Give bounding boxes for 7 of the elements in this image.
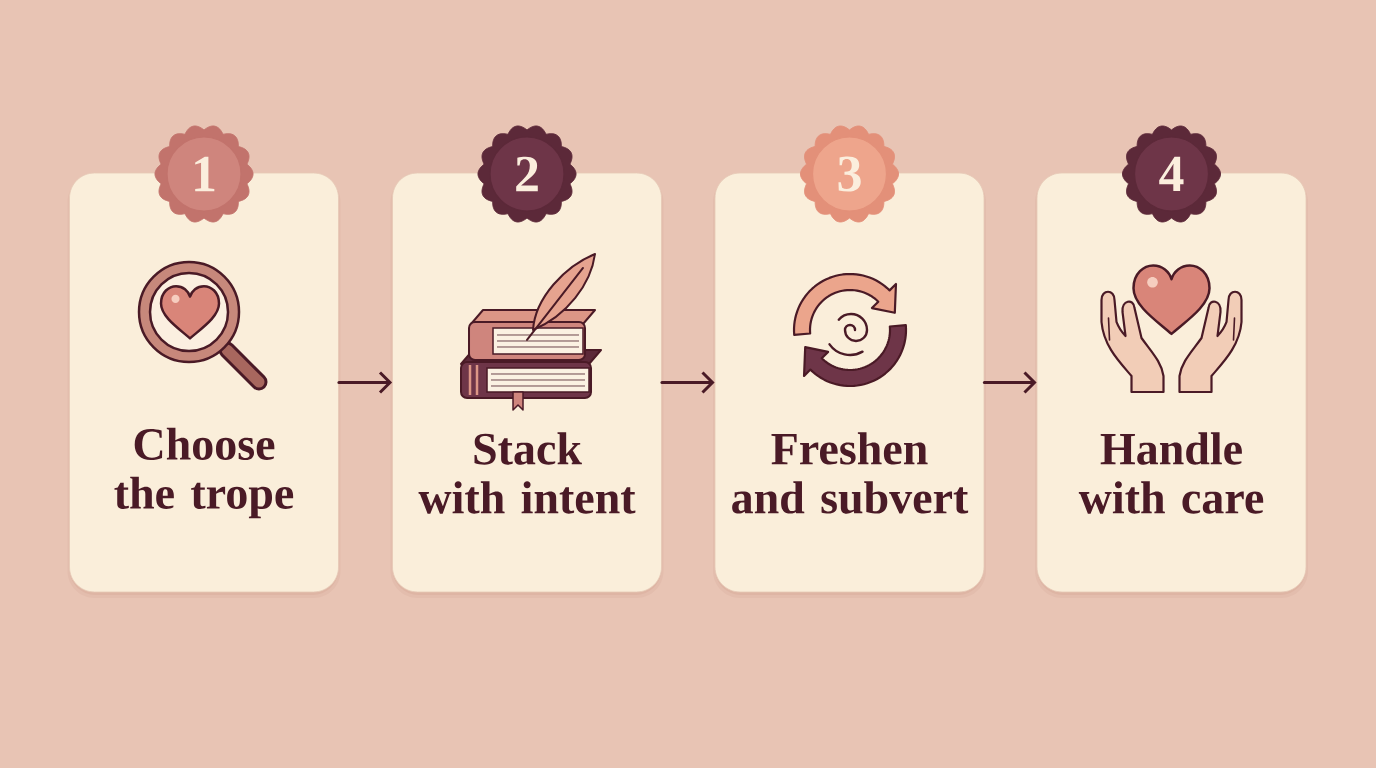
- number-badge: 2: [477, 125, 577, 223]
- arrow: [982, 371, 1037, 394]
- number-badge: 3: [800, 125, 899, 223]
- arrow: [337, 371, 393, 394]
- arrow: [660, 371, 715, 394]
- number-badge: 4: [1122, 125, 1221, 223]
- number-badge: 1: [154, 125, 254, 223]
